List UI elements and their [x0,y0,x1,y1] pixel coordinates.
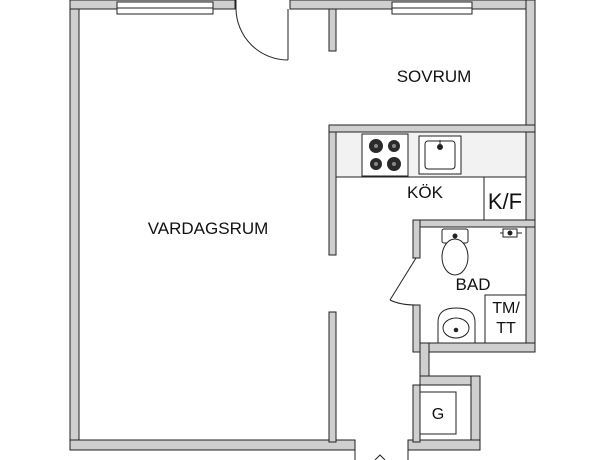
closet-box [483,176,527,221]
room-label-laundry-2: TT [496,320,516,337]
room-label-closet: K/F [488,189,522,214]
window-right [391,1,473,15]
partition-upper [328,8,337,52]
wall-right-upper [525,0,536,131]
entrance-door [235,0,289,61]
washbasin-icon [437,307,476,344]
wall-bath-left-lower [412,304,421,353]
stove-icon [361,133,409,177]
wall-bath-top [412,219,536,228]
room-label-storage: G [432,406,444,423]
storage-box [419,391,457,435]
room-label-bedroom: SOVRUM [397,67,472,86]
walls [69,0,536,451]
kitchen-sink-icon [418,135,462,175]
wall-kitchen-top [328,124,536,133]
wall-left [69,0,80,451]
window-left [116,1,214,15]
wall-storage-right [470,375,481,451]
bottom-door [354,442,409,460]
wall-right-lower [525,124,536,353]
faucet-icon [500,228,522,238]
room-label-laundry-1: TM/ [492,300,520,317]
laundry-box [484,294,527,344]
toilet-icon [441,228,469,276]
room-label-living: VARDAGSRUM [148,219,269,238]
wall-bath-bottom [419,342,536,353]
room-label-kitchen: KÖK [407,183,444,202]
bathroom-door [389,257,417,306]
wall-bottom-left [69,439,356,451]
wall-bath-left-upper [412,219,421,259]
wall-storage-left [412,384,421,443]
partition-lower [328,311,337,443]
room-label-bath: BAD [456,275,491,294]
partition-mid [328,124,337,256]
